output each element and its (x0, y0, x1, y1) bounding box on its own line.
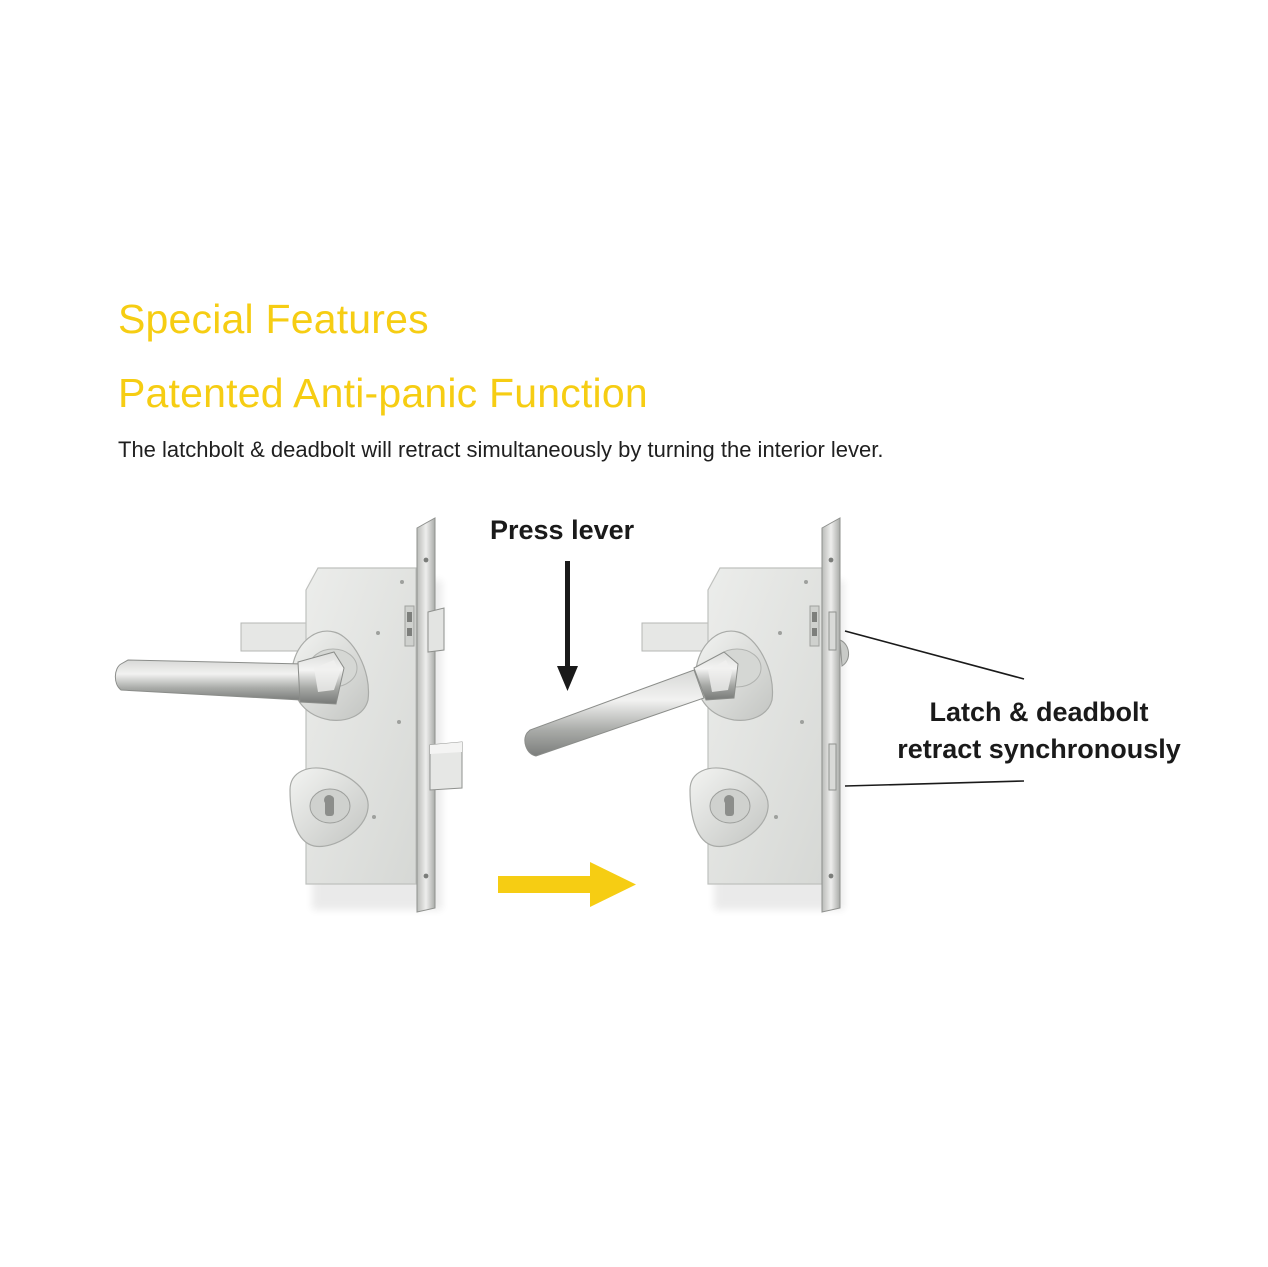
retract-label-line2: retract synchronously (897, 734, 1181, 764)
deadbolt-retracted (828, 743, 837, 791)
retract-label: Latch & deadbolt retract synchronously (886, 694, 1192, 768)
latchbolt-retracted (828, 611, 837, 651)
leader-line-latch (844, 630, 1025, 680)
spindle-block (641, 622, 715, 652)
lock-locked-state (114, 517, 463, 913)
faceplate (821, 517, 841, 913)
transition-arrow-icon (498, 862, 636, 907)
leader-line-deadbolt (844, 780, 1025, 787)
lock-retracted-state (524, 517, 849, 913)
press-lever-label: Press lever (490, 515, 635, 545)
lever-handle-pressed (524, 669, 705, 757)
latchbolt-extended (427, 607, 445, 653)
lever-handle-horizontal (114, 659, 305, 701)
faceplate (416, 517, 436, 913)
feature-title: Patented Anti-panic Function (118, 370, 648, 416)
retract-label-line1: Latch & deadbolt (929, 697, 1149, 727)
feature-description: The latchbolt & deadbolt will retract si… (118, 437, 884, 462)
page-title: Special Features (118, 296, 429, 342)
press-arrow-icon (557, 561, 578, 691)
